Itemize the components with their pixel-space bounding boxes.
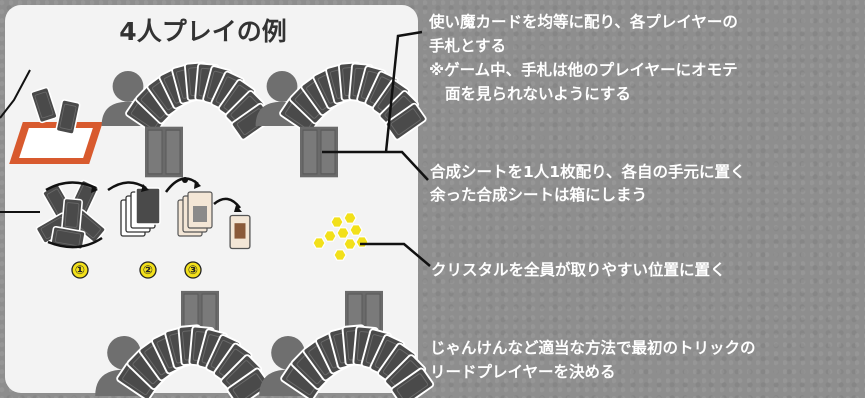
diagram-title: 4人プレイの例 bbox=[119, 17, 286, 46]
face-up-card bbox=[229, 214, 251, 250]
svg-text:③: ③ bbox=[188, 263, 198, 277]
connector-sheets bbox=[322, 150, 429, 181]
shuffle-pile bbox=[34, 178, 107, 251]
connector-deal bbox=[384, 30, 423, 153]
note-lead-line2: リードプレイヤーを決める bbox=[430, 362, 616, 381]
svg-text:①: ① bbox=[75, 263, 85, 277]
revealed-card-stack bbox=[164, 177, 242, 237]
svg-text:②: ② bbox=[143, 263, 153, 277]
step-badge-1: ① bbox=[71, 261, 89, 279]
step-badge-3: ③ bbox=[184, 261, 202, 279]
note-crystals-line1: クリスタルを全員が取りやすい位置に置く bbox=[431, 260, 726, 279]
note-sheets-line2: 余った合成シートは箱にしまう bbox=[429, 185, 647, 204]
note-deal-line3: ※ゲーム中、手札は他のプレイヤーにオモテ bbox=[429, 60, 738, 79]
connector-crystals bbox=[360, 242, 431, 267]
synthesis-sheet-top-left bbox=[144, 126, 184, 178]
note-deal-line4: 面を見られないようにする bbox=[445, 85, 631, 103]
note-deal-line1: 使い魔カードを均等に配り、各プレイヤーの bbox=[428, 12, 738, 31]
stacked-deck bbox=[107, 181, 161, 237]
connector-box bbox=[0, 69, 31, 119]
card-box-tray bbox=[9, 86, 103, 164]
note-lead-line1: じゃんけんなど適当な方法で最初のトリックの bbox=[430, 338, 756, 357]
note-deal-line2: 手札とする bbox=[429, 36, 506, 55]
note-sheets-line1: 合成シートを1人1枚配り、各自の手元に置く bbox=[430, 162, 745, 181]
step-badge-2: ② bbox=[139, 261, 157, 279]
